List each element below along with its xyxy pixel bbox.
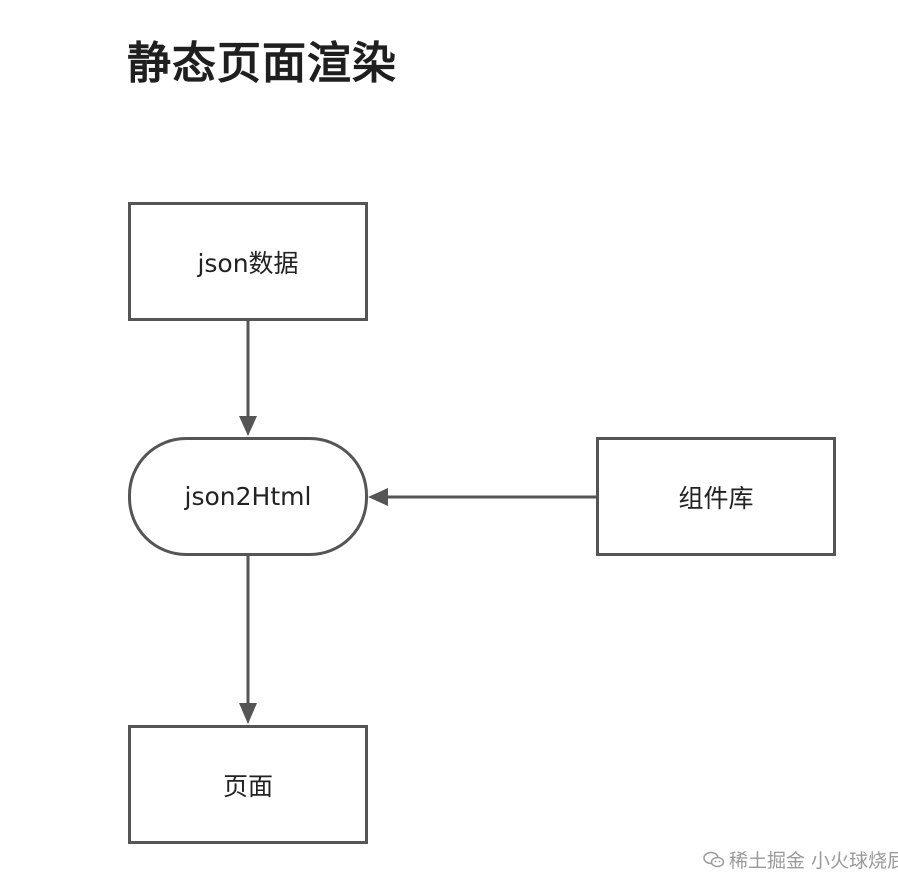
node-json-data-label: json数据: [197, 248, 299, 278]
watermark: 稀土掘金 小火球烧屁股: [703, 846, 898, 873]
node-json-data: json数据: [128, 202, 368, 321]
node-json2html-label: json2Html: [184, 482, 312, 511]
arrow-json-data-to-json2html: [239, 320, 257, 436]
arrow-component-lib-to-json2html: [368, 488, 596, 506]
wechat-icon: [703, 851, 725, 867]
node-component-lib: 组件库: [596, 437, 836, 556]
arrow-json2html-to-page: [239, 556, 257, 724]
node-page: 页面: [128, 725, 368, 844]
page-title: 静态页面渲染: [127, 38, 397, 89]
node-json2html: json2Html: [128, 437, 368, 556]
node-component-lib-label: 组件库: [678, 483, 754, 513]
watermark-text: 稀土掘金 小火球烧屁股: [729, 850, 898, 872]
node-page-label: 页面: [222, 771, 273, 801]
